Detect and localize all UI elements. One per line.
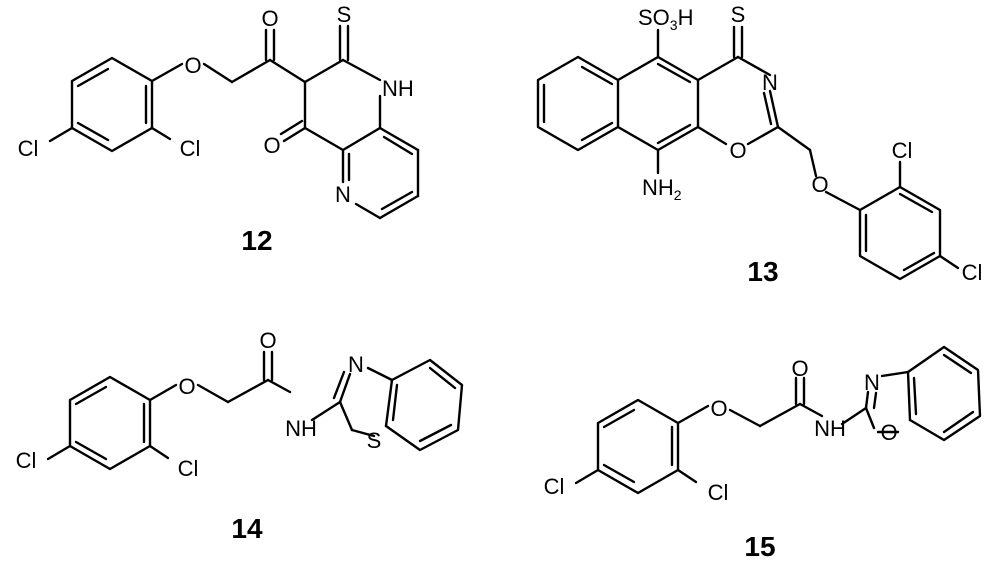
chlorine-atom-label: Cl [892, 138, 913, 163]
compound-15-bonds [574, 345, 982, 495]
chlorine-atom-label: Cl [962, 260, 983, 285]
amide-oxygen-label: O [791, 356, 808, 381]
sulfonic-acid-label: SO3H [638, 5, 693, 33]
amino-group-label: NH2 [642, 175, 682, 203]
oxazole-oxygen-label: O [880, 420, 897, 445]
ketone-oxygen-label: O [261, 6, 278, 31]
thiazole-sulfur-label: S [367, 428, 382, 453]
thione-sulfur-label: S [731, 2, 746, 27]
chlorine-atom-label: Cl [178, 456, 199, 481]
compound-14-bonds [46, 350, 464, 471]
chlorine-atom-label: Cl [708, 480, 729, 505]
compound-14: Cl Cl O O NH N S 14 [16, 328, 464, 544]
lactam-oxygen-label: O [263, 133, 280, 158]
nh-label: NH [814, 416, 846, 441]
compound-13-atoms: SO3H S N O NH2 O Cl Cl [638, 2, 982, 285]
compound-13: SO3H S N O NH2 O Cl Cl 13 [536, 2, 982, 287]
pyridine-nitrogen-label: N [335, 182, 351, 207]
amide-oxygen-label: O [259, 328, 276, 353]
chlorine-atom-label: Cl [180, 136, 201, 161]
compound-14-atoms: Cl Cl O O NH N S [16, 328, 382, 481]
oxazole-nitrogen-label: N [864, 370, 880, 395]
compound-12: Cl Cl O O S NH O N 12 [18, 2, 420, 256]
chlorine-atom-label: Cl [18, 136, 39, 161]
so3h-main: SO [638, 5, 670, 30]
compound-number: 14 [231, 513, 263, 544]
compound-12-bonds [48, 24, 420, 220]
compound-number: 13 [747, 256, 778, 287]
compound-15: Cl Cl O O NH N O 15 [544, 345, 982, 562]
ring-nitrogen-label: N [762, 70, 778, 95]
thione-sulfur-label: S [337, 2, 352, 27]
so3h-subscript: 3 [670, 17, 678, 33]
nh2-main: NH [642, 175, 674, 200]
ether-oxygen-label: O [184, 53, 201, 78]
chlorine-atom-label: Cl [544, 474, 565, 499]
compound-number: 12 [241, 225, 272, 256]
ether-oxygen-label: O [710, 396, 727, 421]
ether-oxygen-label: O [811, 172, 828, 197]
compound-15-atoms: Cl Cl O O NH N O [544, 356, 898, 505]
compound-number: 15 [744, 531, 775, 562]
nh2-subscript: 2 [674, 187, 682, 203]
chlorine-atom-label: Cl [16, 448, 37, 473]
ether-oxygen-label: O [178, 374, 195, 399]
ring-oxygen-label: O [729, 138, 746, 163]
thiazole-nitrogen-label: N [348, 352, 364, 377]
nh-label: NH [285, 416, 317, 441]
so3h-end: H [678, 5, 694, 30]
compound-13-bonds [536, 25, 960, 281]
compound-12-atoms: Cl Cl O O S NH O N [18, 2, 414, 207]
nh-label: NH [382, 76, 414, 101]
